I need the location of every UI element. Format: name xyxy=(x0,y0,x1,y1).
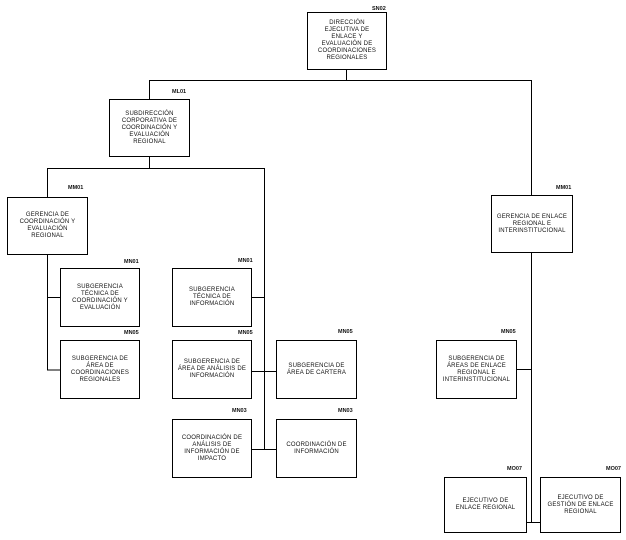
node-subgerencia-area-analisis: SUBGERENCIA DE ÁREA DE ANÁLISIS DE INFOR… xyxy=(172,340,252,399)
position-code: MN03 xyxy=(232,408,247,414)
node-subgerencia-tecnica-informacion: SUBGERENCIA TÉCNICA DE INFORMACIÓN xyxy=(172,268,252,327)
node-ejecutivo-gestion: EJECUTIVO DE GESTIÓN DE ENLACE REGIONAL xyxy=(540,477,621,533)
node-subdireccion-corporativa: SUBDIRECCIÓN CORPORATIVA DE COORDINACIÓN… xyxy=(109,99,190,157)
node-subgerencia-area-cartera: SUBGERENCIA DE ÁREA DE CARTERA xyxy=(276,340,357,399)
position-code: MO07 xyxy=(606,466,621,472)
node-direccion-ejecutiva: DIRECCIÓN EJECUTIVA DE ENLACE Y EVALUACI… xyxy=(307,12,387,70)
node-gerencia-coordinacion: GERENCIA DE COORDINACIÓN Y EVALUACIÓN RE… xyxy=(7,197,88,255)
position-code: MN05 xyxy=(501,329,516,335)
connector xyxy=(149,70,347,99)
position-code: MN01 xyxy=(124,259,139,265)
position-code: SN02 xyxy=(372,6,386,12)
connector xyxy=(346,80,532,195)
position-code: MN05 xyxy=(338,329,353,335)
position-code: MN05 xyxy=(238,330,253,336)
position-code: MN05 xyxy=(124,330,139,336)
connector xyxy=(47,157,150,197)
position-code: MO07 xyxy=(507,466,522,472)
node-ejecutivo-enlace: EJECUTIVO DE ENLACE REGIONAL xyxy=(444,477,527,533)
position-code: MM01 xyxy=(556,185,572,191)
position-code: MN01 xyxy=(238,258,253,264)
node-subgerencia-tecnica-coordinacion: SUBGERENCIA TÉCNICA DE COORDINACIÓN Y EV… xyxy=(60,268,140,327)
connector xyxy=(149,168,265,449)
connector xyxy=(47,255,60,371)
node-coordinacion-informacion: COORDINACIÓN DE INFORMACIÓN xyxy=(276,419,357,478)
node-subgerencia-area-coordinaciones: SUBGERENCIA DE ÁREA DE COORDINACIONES RE… xyxy=(60,340,140,399)
position-code: MN03 xyxy=(338,408,353,414)
position-code: MM01 xyxy=(68,185,84,191)
position-code: ML01 xyxy=(172,89,187,95)
node-coordinacion-analisis-impacto: COORDINACIÓN DE ANÁLISIS DE INFORMACIÓN … xyxy=(172,419,252,478)
node-subgerencia-areas-enlace: SUBGERENCIA DE ÁREAS DE ENLACE REGIONAL … xyxy=(436,340,517,399)
node-gerencia-enlace: GERENCIA DE ENLACE REGIONAL E INTERINSTI… xyxy=(491,195,573,253)
